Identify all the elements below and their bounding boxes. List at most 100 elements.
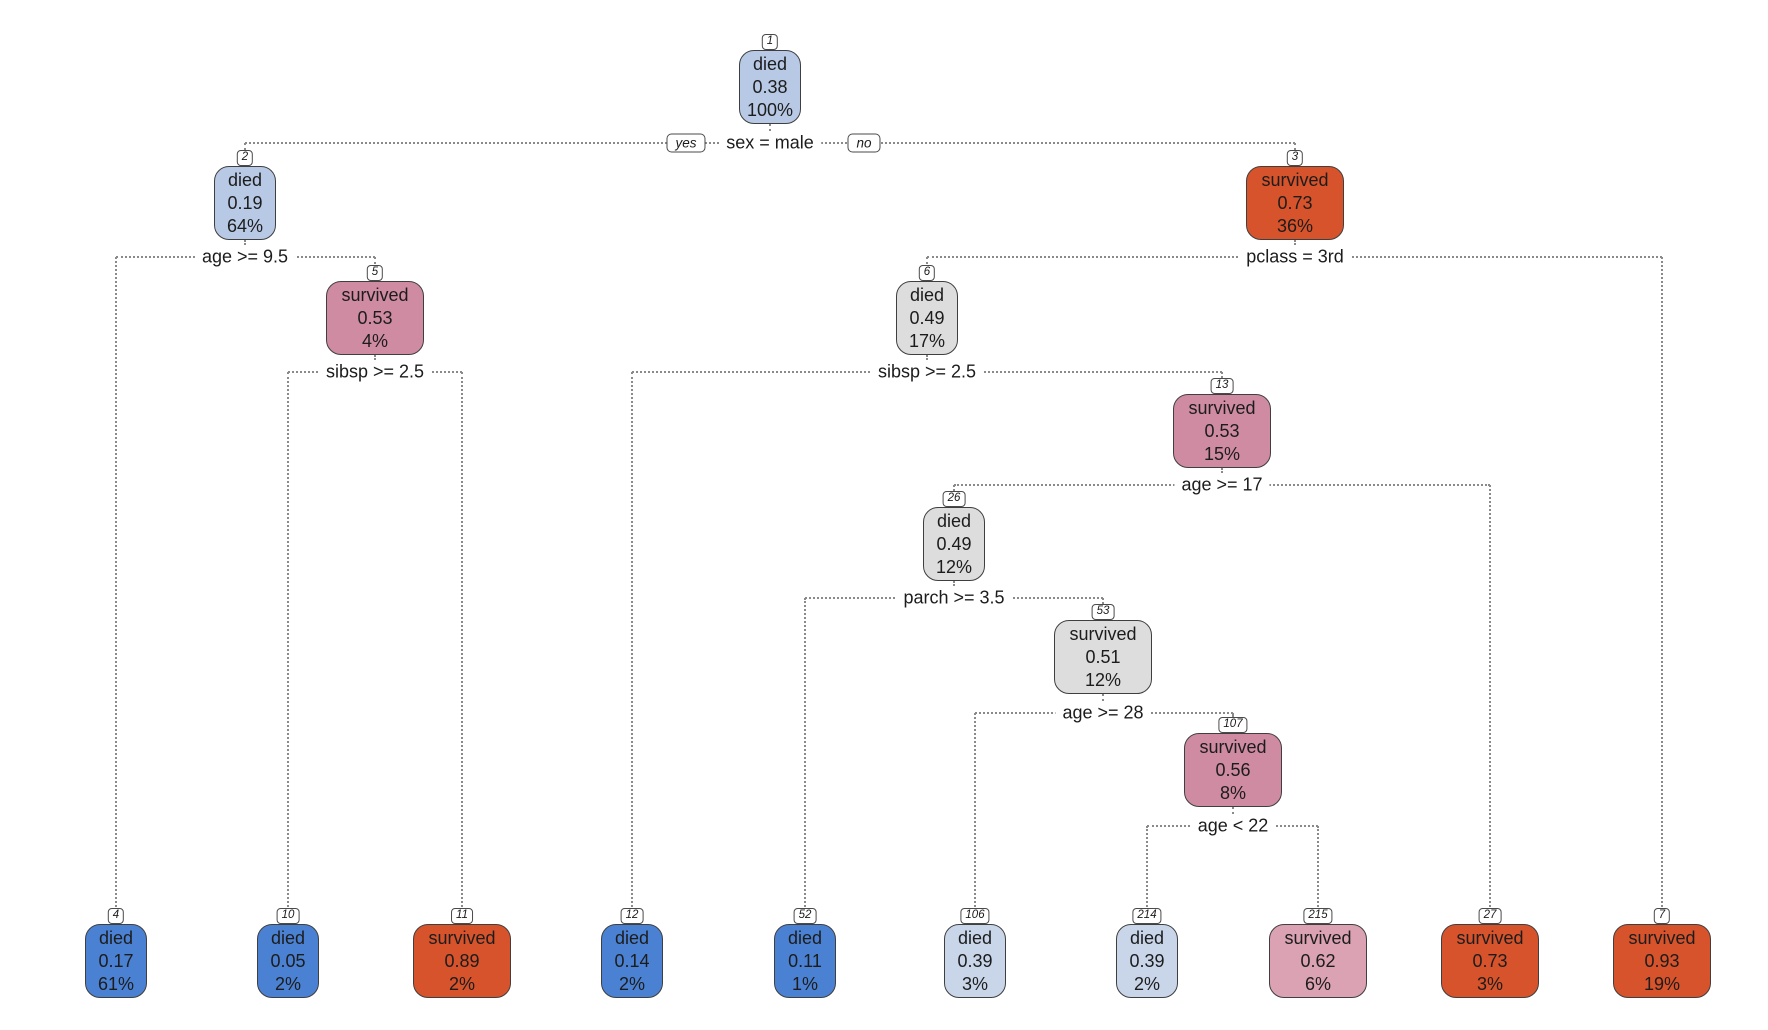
branch-line — [926, 257, 928, 264]
tree-node-214: 214 died 0.39 2% — [1116, 908, 1178, 998]
branch-line — [1146, 826, 1148, 907]
node-class-label: survived — [1261, 170, 1329, 190]
node-number-badge: 5 — [366, 265, 384, 281]
node-percentage: 12% — [1084, 670, 1122, 690]
node-number-badge: 6 — [918, 265, 936, 281]
tree-node-12: 12 died 0.14 2% — [601, 908, 663, 998]
tree-node-1: 1 died 0.38 100% — [739, 34, 801, 124]
split-label-age95: age >= 9.5 — [194, 246, 296, 268]
node-probability: 0.51 — [1085, 647, 1121, 667]
split-label-sibsp-left: sibsp >= 2.5 — [318, 361, 432, 383]
node-number-badge: 2 — [236, 150, 254, 166]
node-class-label: survived — [1188, 398, 1256, 418]
branch-line — [631, 372, 633, 907]
tree-node-26: 26 died 0.49 12% — [923, 491, 985, 581]
tree-node-106: 106 died 0.39 3% — [944, 908, 1006, 998]
node-number-badge: 26 — [942, 491, 966, 507]
branch-line — [374, 257, 376, 264]
tree-node-52: 52 died 0.11 1% — [774, 908, 836, 998]
node-class-label: died — [787, 928, 823, 948]
node-percentage: 12% — [935, 557, 973, 577]
node-class-label: survived — [1199, 737, 1267, 757]
node-percentage: 15% — [1203, 444, 1241, 464]
branch-line — [461, 372, 463, 907]
node-probability: 0.89 — [444, 951, 480, 971]
node-number-badge: 214 — [1132, 908, 1162, 924]
split-label-age28: age >= 28 — [1055, 702, 1151, 724]
node-percentage: 3% — [1476, 974, 1503, 994]
node-percentage: 61% — [97, 974, 135, 994]
node-class-label: died — [936, 511, 972, 531]
split-label-parch: parch >= 3.5 — [896, 587, 1012, 609]
node-percentage: 100% — [746, 100, 794, 120]
branch-line — [115, 257, 117, 907]
node-probability: 0.53 — [1204, 421, 1240, 441]
node-number-badge: 4 — [107, 908, 125, 924]
node-number-badge: 1 — [761, 34, 779, 50]
node-percentage: 2% — [618, 974, 645, 994]
node-percentage: 36% — [1276, 216, 1314, 236]
node-class-label: died — [752, 54, 788, 74]
node-class-label: survived — [341, 285, 409, 305]
node-probability: 0.53 — [357, 308, 393, 328]
tree-node-53: 53 survived 0.51 12% — [1054, 604, 1152, 694]
node-class-label: survived — [1628, 928, 1696, 948]
tree-node-2: 2 died 0.19 64% — [214, 150, 276, 240]
node-number-badge: 215 — [1303, 908, 1333, 924]
node-number-badge: 10 — [276, 908, 300, 924]
branch-line — [804, 598, 806, 907]
node-probability: 0.73 — [1277, 193, 1313, 213]
tree-node-7: 7 survived 0.93 19% — [1613, 908, 1711, 998]
tree-node-11: 11 survived 0.89 2% — [413, 908, 511, 998]
branch-line — [1102, 598, 1104, 604]
node-probability: 0.38 — [752, 77, 788, 97]
split-label-age17: age >= 17 — [1174, 474, 1270, 496]
node-probability: 0.39 — [957, 951, 993, 971]
node-percentage: 3% — [961, 974, 988, 994]
node-probability: 0.56 — [1215, 760, 1251, 780]
node-number-badge: 3 — [1286, 150, 1304, 166]
node-probability: 0.05 — [270, 951, 306, 971]
split-label-sibsp-right: sibsp >= 2.5 — [870, 361, 984, 383]
node-probability: 0.49 — [909, 308, 945, 328]
tree-node-4: 4 died 0.17 61% — [85, 908, 147, 998]
node-percentage: 4% — [361, 331, 388, 351]
node-probability: 0.11 — [788, 951, 822, 971]
node-class-label: died — [957, 928, 993, 948]
branch-line — [1489, 485, 1491, 907]
node-class-label: died — [1129, 928, 1165, 948]
branch-line — [244, 143, 246, 150]
node-class-label: survived — [1456, 928, 1524, 948]
node-number-badge: 12 — [620, 908, 644, 924]
branch-line — [953, 485, 955, 491]
node-probability: 0.93 — [1644, 951, 1680, 971]
node-percentage: 64% — [226, 216, 264, 236]
node-probability: 0.14 — [614, 951, 650, 971]
tree-node-6: 6 died 0.49 17% — [896, 265, 958, 355]
node-number-badge: 7 — [1653, 908, 1671, 924]
tree-node-3: 3 survived 0.73 36% — [1246, 150, 1344, 240]
node-percentage: 6% — [1304, 974, 1331, 994]
tree-node-13: 13 survived 0.53 15% — [1173, 378, 1271, 468]
node-number-badge: 53 — [1091, 604, 1115, 620]
branch-yes-label: yes — [666, 133, 706, 153]
node-percentage: 8% — [1219, 783, 1246, 803]
branch-no-label: no — [847, 133, 881, 153]
node-probability: 0.19 — [227, 193, 263, 213]
node-probability: 0.73 — [1472, 951, 1508, 971]
node-class-label: survived — [428, 928, 496, 948]
node-number-badge: 107 — [1218, 717, 1248, 733]
split-label-age22: age < 22 — [1190, 815, 1276, 837]
tree-node-215: 215 survived 0.62 6% — [1269, 908, 1367, 998]
node-class-label: died — [614, 928, 650, 948]
branch-line — [1294, 143, 1296, 150]
node-class-label: died — [98, 928, 134, 948]
branch-line — [1221, 372, 1223, 378]
branch-line — [1661, 257, 1663, 907]
node-percentage: 19% — [1643, 974, 1681, 994]
branch-line — [974, 713, 976, 907]
split-label-pclass: pclass = 3rd — [1239, 246, 1351, 268]
node-class-label: died — [909, 285, 945, 305]
node-number-badge: 27 — [1478, 908, 1502, 924]
